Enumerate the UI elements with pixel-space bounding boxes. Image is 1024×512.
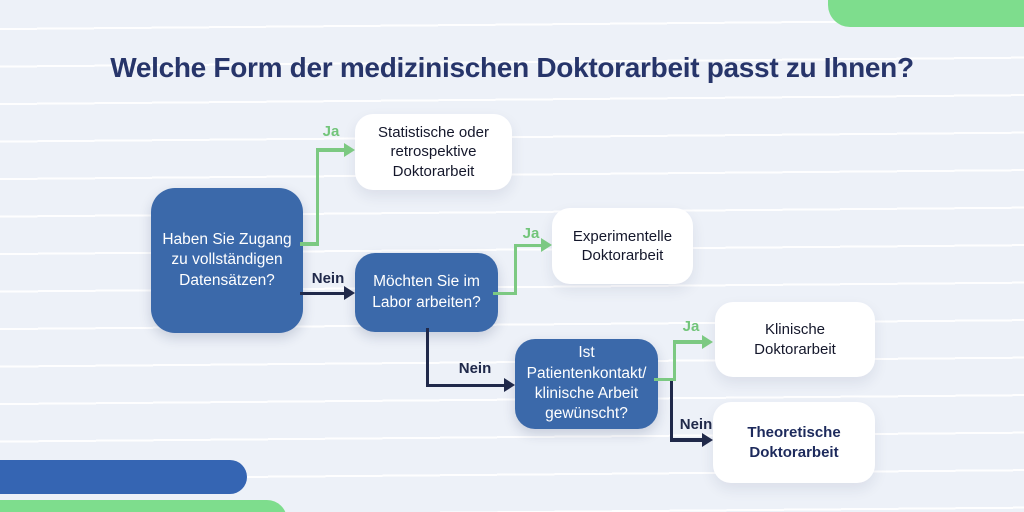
question-node-patientenkontakt: Ist Patientenkontakt/ klinische Arbeit g… xyxy=(515,339,658,429)
connector-ja1-vertical xyxy=(315,148,319,246)
connector-ja2-horizontal-stub xyxy=(493,291,517,295)
deco-bottom-left-green-bar xyxy=(0,500,287,512)
arrowhead-ja1-icon xyxy=(344,143,355,157)
arrowhead-nein3-icon xyxy=(702,433,713,447)
deco-top-right-green-shape xyxy=(828,0,1024,27)
outcome-node-statistische-doktorarbeit: Statistische oder retrospektive Doktorar… xyxy=(355,114,512,190)
question-node-datensaetze: Haben Sie Zugang zu vollständigen Datens… xyxy=(151,188,303,333)
connector-nein3-vertical xyxy=(669,381,673,440)
outcome-node-klinische-doktorarbeit: Klinische Doktorarbeit xyxy=(715,302,875,377)
branch-label-ja-2: Ja xyxy=(522,225,540,242)
connector-ja2-horizontal xyxy=(513,243,542,247)
connector-ja3-horizontal xyxy=(672,340,703,344)
connector-ja1-horizontal xyxy=(315,148,346,152)
arrowhead-ja2-icon xyxy=(541,238,552,253)
branch-label-ja-1: Ja xyxy=(322,123,340,140)
connector-ja1-horizontal-stub xyxy=(300,242,319,246)
connector-nein2-horizontal xyxy=(425,383,505,387)
outcome-node-experimentelle-doktorarbeit: Experimentelle Doktorarbeit xyxy=(552,208,693,284)
connector-nein1-horizontal xyxy=(300,291,345,295)
outcome-node-theoretische-doktorarbeit: Theoretische Doktorarbeit xyxy=(713,402,875,483)
arrowhead-nein1-icon xyxy=(344,286,355,301)
connector-nein2-vertical xyxy=(425,328,429,387)
connector-ja3-vertical xyxy=(672,340,676,381)
question-node-labor: Möchten Sie im Labor arbeiten? xyxy=(355,253,498,332)
branch-label-nein-2: Nein xyxy=(458,360,492,377)
branch-label-ja-3: Ja xyxy=(682,318,700,335)
connector-ja3-horizontal-stub xyxy=(654,377,676,381)
arrowhead-ja3-icon xyxy=(702,334,713,349)
deco-bottom-left-blue-bar xyxy=(0,460,247,494)
branch-label-nein-1: Nein xyxy=(311,270,345,287)
page-title: Welche Form der medizinischen Doktorarbe… xyxy=(110,52,914,83)
arrowhead-nein2-icon xyxy=(504,378,515,393)
connector-nein3-horizontal xyxy=(669,438,703,442)
connector-ja2-vertical xyxy=(513,243,517,295)
branch-label-nein-3: Nein xyxy=(679,416,713,433)
